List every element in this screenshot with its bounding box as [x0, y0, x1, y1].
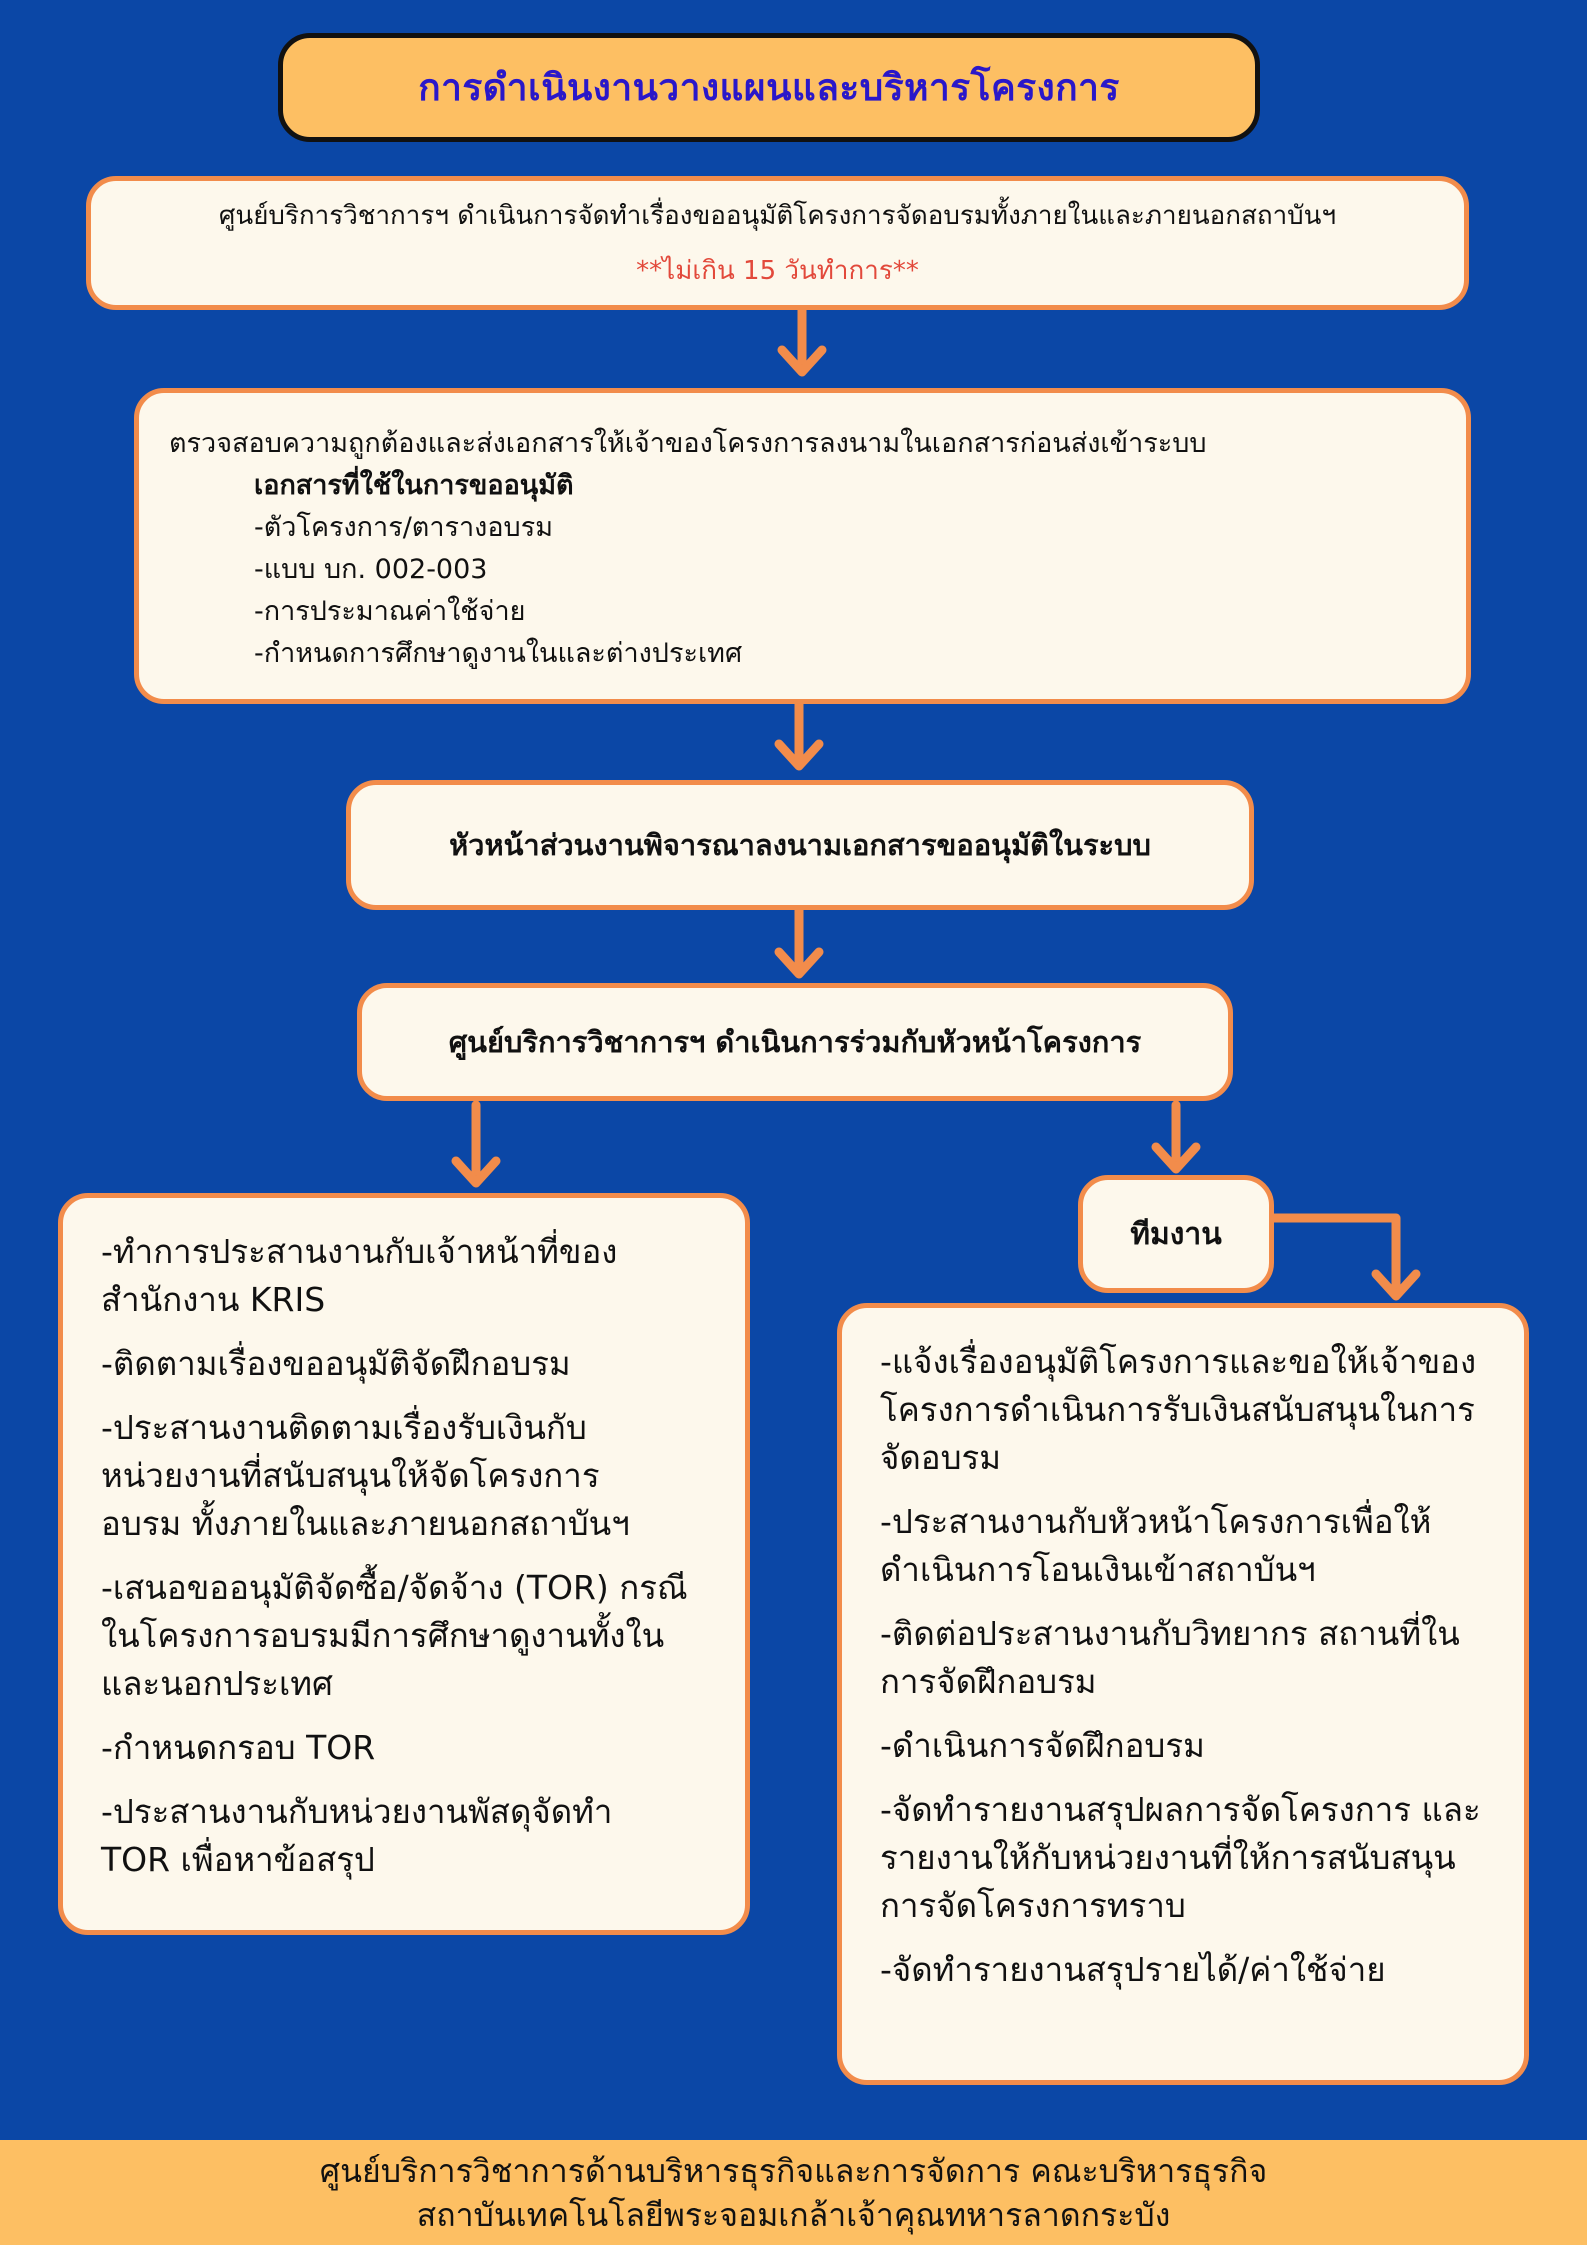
list-item: -กำหนดกรอบ TOR [101, 1728, 376, 1767]
footer-line1: ศูนย์บริการวิชาการด้านบริหารธุรกิจและการ… [319, 2151, 1268, 2190]
page-title: การดำเนินงานวางแผนและบริหารโครงการ [418, 66, 1120, 109]
list-item: -ดำเนินการจัดฝึกอบรม [880, 1726, 1205, 1765]
doc-item: -กำหนดการศึกษาดูงานในและต่างประเทศ [254, 638, 743, 669]
list-item: -จัดทำรายงานสรุปผลการจัดโครงการ และรายงา… [880, 1790, 1481, 1925]
arrow-down-icon [1151, 1101, 1201, 1174]
team-tasks-box: -แจ้งเรื่องอนุมัติโครงการและขอให้เจ้าของ… [837, 1303, 1529, 2085]
step2-text: ตรวจสอบความถูกต้องและส่งเอกสารให้เจ้าของ… [169, 428, 1207, 459]
doc-item: -การประมาณค่าใช้จ่าย [254, 596, 526, 627]
team-label: ทีมงาน [1130, 1216, 1222, 1252]
title-banner: การดำเนินงานวางแผนและบริหารโครงการ [278, 33, 1260, 142]
arrow-down-icon [451, 1101, 501, 1188]
list-item: -แจ้งเรื่องอนุมัติโครงการและขอให้เจ้าของ… [880, 1342, 1477, 1477]
list-item: -เสนอขออนุมัติจัดซื้อ/จัดจ้าง (TOR) กรณี… [101, 1568, 688, 1703]
list-item: -ประสานงานกับหัวหน้าโครงการเพื่อให้ดำเนิ… [880, 1502, 1432, 1589]
arrow-down-icon [777, 310, 827, 377]
list-item: -ประสานงานกับหน่วยงานพัสดุจัดทำ TOR เพื่… [101, 1792, 613, 1879]
docs-heading: เอกสารที่ใช้ในการขออนุมัติ [254, 470, 574, 501]
step2-box: ตรวจสอบความถูกต้องและส่งเอกสารให้เจ้าของ… [134, 388, 1471, 704]
doc-item: -ตัวโครงการ/ตารางอบรม [254, 512, 553, 543]
step1-note: **ไม่เกิน 15 วันทำการ** [636, 256, 919, 286]
list-item: -ทำการประสานงานกับเจ้าหน้าที่ของสำนักงาน… [101, 1232, 618, 1319]
step1-box: ศูนย์บริการวิชาการฯ ดำเนินการจัดทำเรื่อง… [86, 176, 1469, 310]
list-item: -ติดต่อประสานงานกับวิทยากร สถานที่ในการจ… [880, 1614, 1460, 1701]
step4-box: ศูนย์บริการวิชาการฯ ดำเนินการร่วมกับหัวห… [357, 983, 1233, 1101]
list-item: -จัดทำรายงานสรุปรายได้/ค่าใช้จ่าย [880, 1950, 1386, 1989]
list-item: -ติดตามเรื่องขออนุมัติจัดฝึกอบรม [101, 1344, 571, 1383]
step4-text: ศูนย์บริการวิชาการฯ ดำเนินการร่วมกับหัวห… [448, 1025, 1142, 1059]
doc-item: -แบบ บก. 002-003 [254, 554, 488, 585]
coordination-box: -ทำการประสานงานกับเจ้าหน้าที่ของสำนักงาน… [58, 1193, 750, 1935]
team-box: ทีมงาน [1078, 1175, 1274, 1293]
footer-line2: สถาบันเทคโนโลยีพระจอมเกล้าเจ้าคุณทหารลาด… [416, 2195, 1171, 2234]
arrow-down-icon [774, 910, 824, 979]
step1-text: ศูนย์บริการวิชาการฯ ดำเนินการจัดทำเรื่อง… [218, 201, 1337, 231]
list-item: -ประสานงานติดตามเรื่องรับเงินกับหน่วยงาน… [101, 1408, 630, 1543]
footer: ศูนย์บริการวิชาการด้านบริหารธุรกิจและการ… [0, 2140, 1587, 2245]
elbow-arrow-icon [1274, 1213, 1421, 1301]
arrow-down-icon [774, 704, 824, 771]
step3-box: หัวหน้าส่วนงานพิจารณาลงนามเอกสารขออนุมัต… [346, 780, 1254, 910]
step3-text: หัวหน้าส่วนงานพิจารณาลงนามเอกสารขออนุมัต… [449, 828, 1151, 862]
